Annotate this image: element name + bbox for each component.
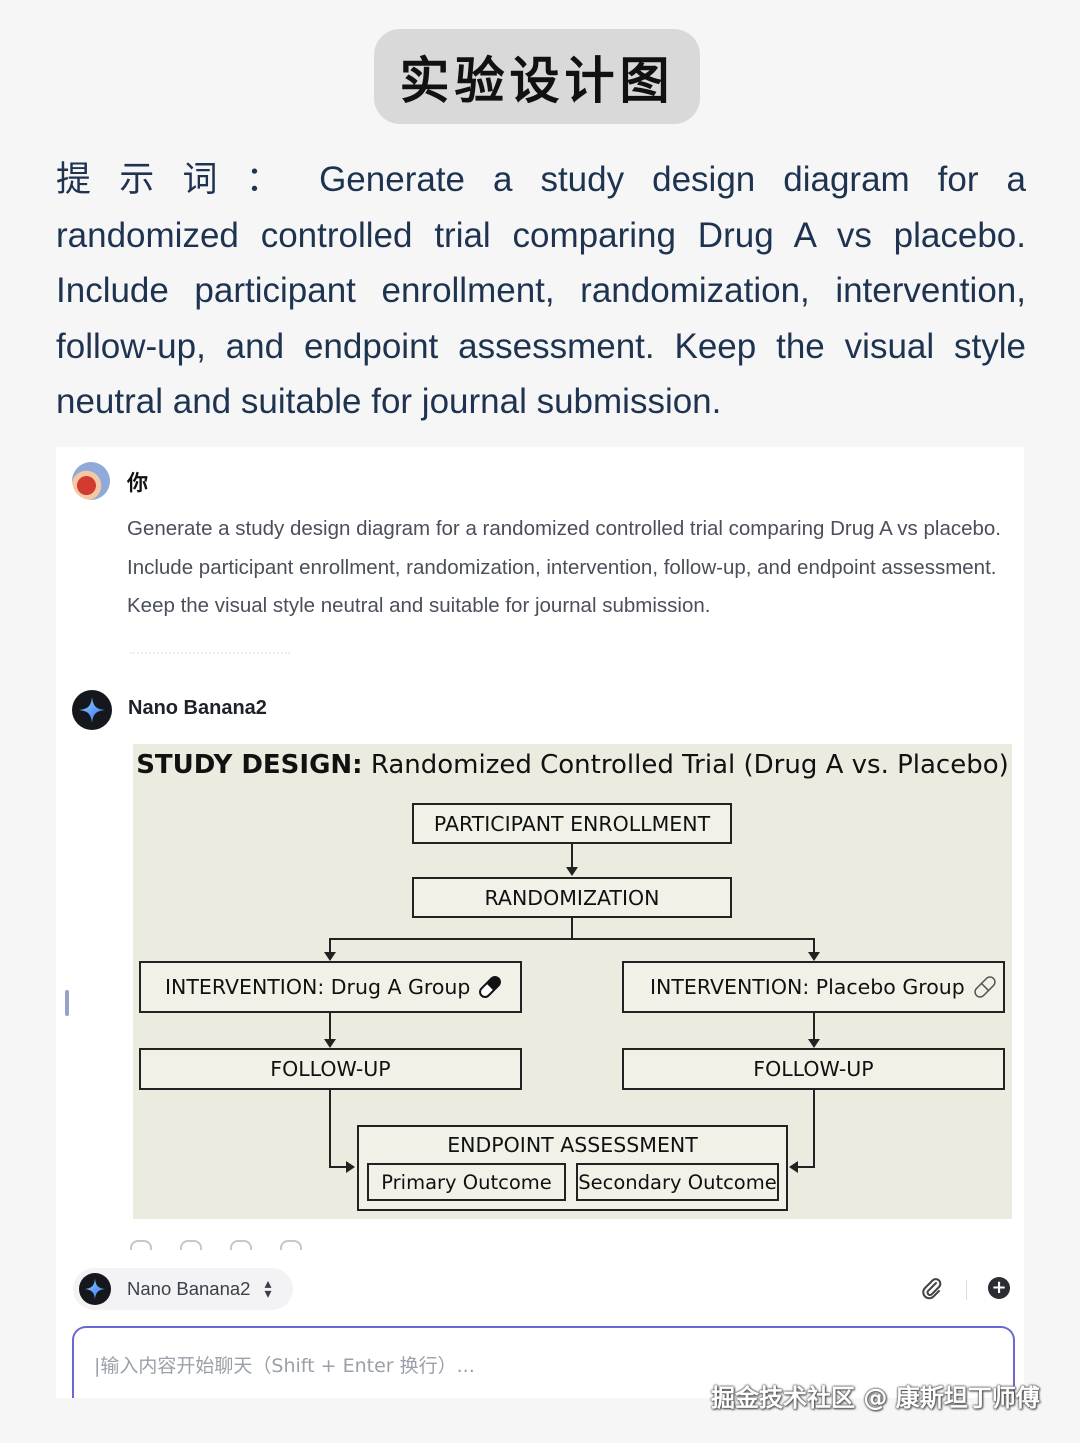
arrow-head bbox=[808, 1039, 820, 1048]
intervention-drug-a-label: INTERVENTION: Drug A Group bbox=[165, 975, 471, 999]
endpoint-title: ENDPOINT ASSESSMENT bbox=[447, 1133, 698, 1157]
model-name: Nano Banana2 bbox=[127, 1278, 251, 1299]
add-icon[interactable]: + bbox=[988, 1277, 1010, 1299]
user-message: Generate a study design diagram for a ra… bbox=[127, 517, 1002, 617]
model-selector[interactable]: Nano Banana2 ▴▾ bbox=[73, 1268, 293, 1310]
connector bbox=[813, 1013, 815, 1041]
paperclip-icon[interactable] bbox=[919, 1276, 945, 1302]
arrow-head bbox=[789, 1161, 798, 1173]
copy-icon[interactable] bbox=[130, 1240, 152, 1250]
bot-avatar bbox=[72, 690, 112, 730]
chat-screenshot: 你 Generate a study design diagram for a … bbox=[56, 447, 1024, 1398]
connector bbox=[329, 938, 815, 940]
sparkle-icon bbox=[84, 1278, 106, 1300]
connector bbox=[571, 844, 573, 868]
connector bbox=[329, 1090, 331, 1168]
intervention-placebo-label: INTERVENTION: Placebo Group bbox=[650, 975, 965, 999]
follow-up-placebo-box: FOLLOW-UP bbox=[622, 1048, 1005, 1090]
page-title: 实验设计图 bbox=[374, 29, 700, 124]
scroll-marker bbox=[65, 990, 69, 1016]
message-actions bbox=[130, 1240, 302, 1250]
sparkle-icon bbox=[79, 697, 105, 723]
chat-input-placeholder: |输入内容开始聊天（Shift + Enter 换行）... bbox=[94, 1355, 475, 1377]
toolbar-divider bbox=[966, 1280, 967, 1300]
diagram-title: STUDY DESIGN: Randomized Controlled Tria… bbox=[133, 750, 1012, 780]
enrollment-box: PARTICIPANT ENROLLMENT bbox=[412, 803, 732, 844]
prompt-label: 提示词： bbox=[56, 160, 310, 199]
expand-icon[interactable] bbox=[180, 1240, 202, 1250]
connector bbox=[813, 938, 815, 954]
primary-outcome-box: Primary Outcome bbox=[367, 1163, 566, 1201]
pill-outline-icon bbox=[974, 976, 996, 998]
diagram-title-bold: STUDY DESIGN: bbox=[136, 750, 363, 780]
chat-input[interactable]: |输入内容开始聊天（Shift + Enter 换行）... bbox=[72, 1326, 1015, 1398]
prompt-text: Generate a study design diagram for a ra… bbox=[56, 160, 1026, 421]
bot-name: Nano Banana2 bbox=[128, 697, 267, 719]
arrow-head bbox=[324, 1039, 336, 1048]
more-icon[interactable] bbox=[280, 1240, 302, 1250]
arrow-head bbox=[324, 952, 336, 961]
connector bbox=[813, 1090, 815, 1168]
watermark: 掘金技术社区 @ 康斯坦丁师傅 bbox=[711, 1384, 1040, 1412]
comment-icon[interactable] bbox=[230, 1240, 252, 1250]
connector bbox=[329, 938, 331, 954]
arrow-head bbox=[808, 952, 820, 961]
chevron-updown-icon: ▴▾ bbox=[264, 1276, 272, 1302]
diagram-title-rest: Randomized Controlled Trial (Drug A vs. … bbox=[362, 750, 1009, 780]
pill-icon bbox=[479, 976, 502, 998]
user-name: 你 bbox=[127, 471, 148, 495]
connector bbox=[571, 918, 573, 940]
randomization-box: RANDOMIZATION bbox=[412, 877, 732, 918]
model-avatar bbox=[79, 1273, 111, 1305]
secondary-outcome-box: Secondary Outcome bbox=[576, 1163, 779, 1201]
intervention-placebo-box: INTERVENTION: Placebo Group bbox=[622, 961, 1005, 1013]
connector bbox=[329, 1166, 347, 1168]
connector bbox=[797, 1166, 815, 1168]
arrow-head bbox=[346, 1161, 355, 1173]
divider bbox=[130, 652, 290, 658]
connector bbox=[329, 1013, 331, 1041]
prompt-paragraph: 提示词：Generate a study design diagram for … bbox=[56, 152, 1026, 430]
endpoint-assessment-box: ENDPOINT ASSESSMENT Primary Outcome Seco… bbox=[357, 1125, 788, 1211]
intervention-drug-a-box: INTERVENTION: Drug A Group bbox=[139, 961, 522, 1013]
arrow-head bbox=[566, 867, 578, 876]
follow-up-drug-a-box: FOLLOW-UP bbox=[139, 1048, 522, 1090]
study-design-diagram: STUDY DESIGN: Randomized Controlled Tria… bbox=[133, 744, 1012, 1219]
user-avatar bbox=[72, 462, 110, 500]
